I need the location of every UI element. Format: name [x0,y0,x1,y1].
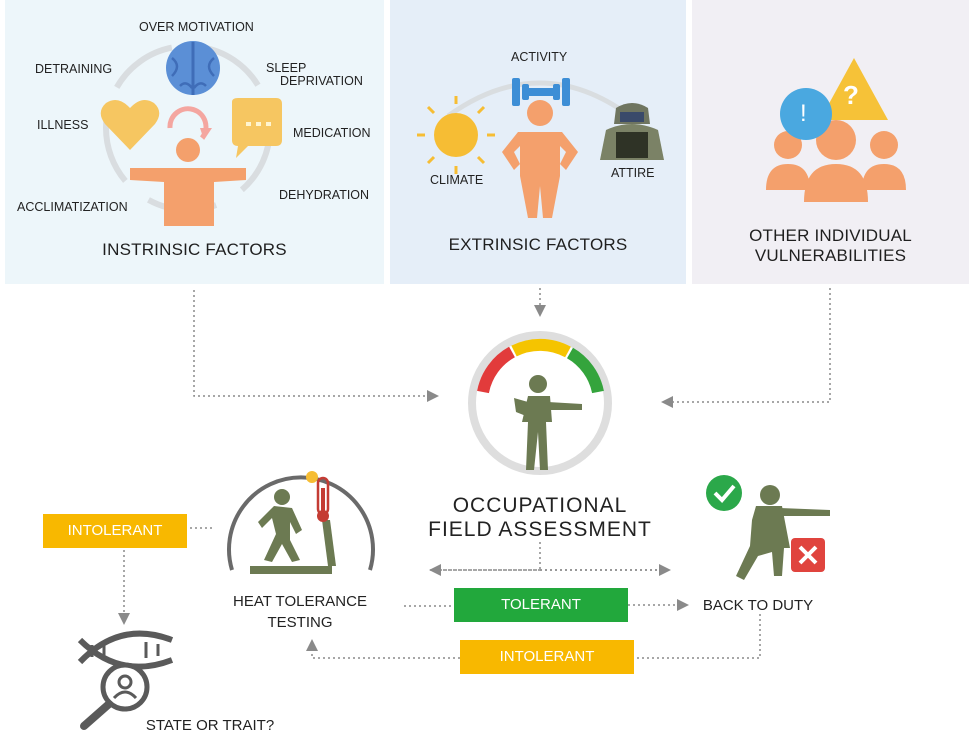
alert-bubble-icon [780,88,832,140]
intrinsic-title: INSTRINSIC FACTORS [102,240,287,259]
label-over-motivation: OVER MOTIVATION [139,20,254,34]
label-attire: ATTIRE [611,166,655,180]
gauge-ring [468,331,612,475]
person-arms-out-icon [130,106,246,226]
reject-badge-icon [791,538,825,572]
person-hands-on-hips-icon [502,100,578,218]
dna-magnifier-icon [77,630,174,730]
label-illness: ILLNESS [37,118,89,132]
intolerant-left-bar: INTOLERANT [43,514,187,548]
label-dehydration: DEHYDRATION [279,188,370,202]
heat-test-line2: TESTING [267,614,333,631]
group-of-people-icon [766,120,906,202]
other-title-line2: VULNERABILITIES [754,246,907,265]
dumbbell-icon [512,78,570,106]
intolerant-bottom-bar: INTOLERANT [460,640,634,674]
kneeling-soldier-icon [736,485,830,580]
label-climate: CLIMATE [430,173,484,187]
label-deprivation: DEPRIVATION [280,74,363,88]
assessment-title-line2: FIELD ASSESSMENT [428,518,652,541]
extrinsic-title: EXTRINSIC FACTORS [448,235,628,254]
label-detraining: DETRAINING [35,62,113,76]
alert-exclaim-text: ! [800,100,807,127]
bomb-suit-icon [600,103,664,160]
label-activity: ACTIVITY [511,50,568,64]
treadmill-icon [227,471,375,574]
speech-bubble-icon [232,98,282,158]
extrinsic-arc [446,80,632,119]
assessment-title-line1: OCCUPATIONAL [452,494,628,517]
sun-icon [417,96,495,174]
check-badge-icon [706,475,742,511]
soldier-silhouette-icon [514,375,582,470]
state-or-trait-label: STATE OR TRAIT? [145,717,275,734]
tolerant-bar: TOLERANT [454,588,628,622]
brain-icon [166,41,220,95]
heat-test-line1: HEAT TOLERANCE [233,593,367,610]
question-mark-text: ? [843,80,859,110]
label-medication: MEDICATION [293,126,371,140]
back-to-duty-label: BACK TO DUTY [702,597,814,614]
warning-triangle-icon [820,58,888,120]
other-title-line1: OTHER INDIVIDUAL [749,226,912,245]
label-acclimatization: ACCLIMATIZATION [17,200,128,214]
label-sleep: SLEEP [266,61,307,75]
heart-icon [100,99,160,150]
connectors [118,288,831,659]
